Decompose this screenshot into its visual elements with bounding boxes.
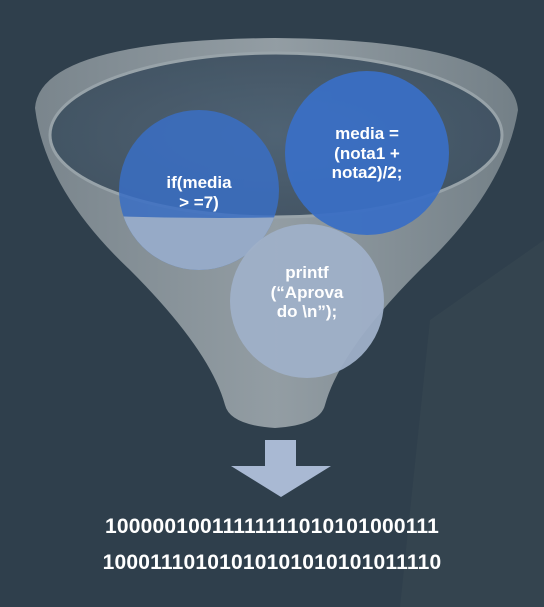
circle-top-right-text: media = (nota1 + nota2)/2; — [331, 124, 403, 183]
binary-line-1: 1000001001111111101010100011​1 — [104, 515, 440, 538]
circle-left-text: if(media > =7) — [166, 173, 232, 212]
background-shape — [400, 240, 544, 607]
circle-bottom-text: printf (“Aprova do \n”); — [270, 263, 344, 322]
circle-left-lower — [119, 200, 279, 270]
down-arrow-icon — [231, 440, 331, 497]
circle-bottom — [230, 224, 384, 378]
binary-line-2: 10001110101010101010101011110 — [102, 551, 442, 574]
circle-top-right — [285, 71, 449, 235]
